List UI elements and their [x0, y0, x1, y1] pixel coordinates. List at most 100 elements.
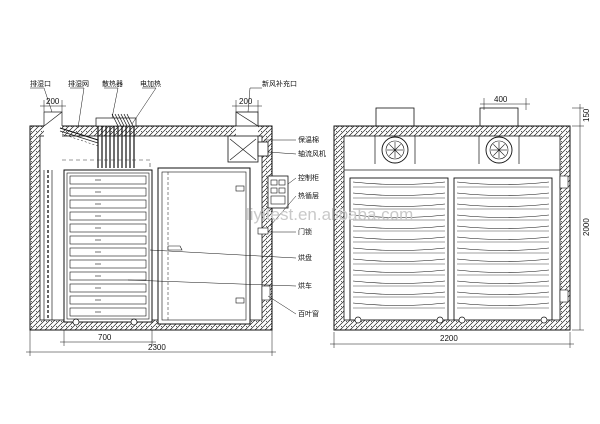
heater-element	[117, 113, 125, 127]
fresh-air-inlet	[235, 111, 259, 127]
label-electric-heater: 电加热	[140, 79, 161, 88]
label-fresh-air-inlet: 新风补充口	[262, 79, 297, 88]
baking-tray	[69, 283, 147, 293]
tray-profile	[456, 236, 550, 240]
fan-blade	[394, 144, 401, 151]
dim-cart-width: 700	[98, 333, 112, 342]
right-cart-right	[453, 177, 553, 324]
baking-tray	[69, 223, 147, 233]
fan-blade	[493, 144, 500, 151]
axial-fan	[227, 135, 269, 163]
exhaust-net	[59, 127, 99, 147]
air-flow-path	[62, 159, 151, 170]
tray-profile	[456, 291, 550, 295]
tray-profile	[352, 258, 446, 262]
tray-profile	[456, 269, 550, 273]
fan-blade	[389, 144, 396, 151]
label-control-cabinet: 控制柜	[298, 173, 319, 182]
baking-tray	[69, 259, 147, 269]
baking-tray	[69, 211, 147, 221]
heater-element	[114, 113, 122, 127]
label-exhaust-outlet: 排湿口	[30, 79, 51, 88]
baking-tray	[69, 187, 147, 197]
tray-profile	[456, 214, 550, 218]
tray-profile	[456, 302, 550, 306]
tray-profile	[456, 258, 550, 262]
left-leaders	[30, 87, 297, 315]
fan-blade	[389, 149, 396, 156]
left-dimensions	[26, 100, 276, 356]
fan-blade	[493, 149, 500, 156]
baking-tray	[69, 295, 147, 305]
fan-blade	[498, 149, 505, 156]
label-insulation: 保温棉	[298, 135, 319, 144]
baking-tray	[69, 235, 147, 245]
circulation-fan-left	[374, 136, 416, 164]
control-cabinet	[267, 175, 289, 209]
fan-inner-ring	[385, 140, 405, 160]
cart-wheel	[72, 318, 80, 326]
fan-inner-ring	[489, 140, 509, 160]
right-cart-left	[349, 177, 449, 324]
baking-tray	[69, 199, 147, 209]
tray-profile	[456, 192, 550, 196]
heater-element	[123, 113, 131, 127]
cart-wheel	[540, 316, 548, 324]
radiator	[95, 113, 137, 168]
left-labels: 排湿口 排湿网 散热器 电加热 新风补充口 保温棉 轴流风机 控制柜 热循层 门…	[30, 79, 326, 318]
circulation-fan-right	[478, 136, 520, 164]
tray-profile	[352, 203, 446, 207]
tray-profile	[352, 225, 446, 229]
dim-total-height: 2000	[582, 218, 591, 236]
baking-tray	[69, 307, 147, 317]
door	[157, 167, 251, 325]
exhaust-outlet	[43, 111, 63, 127]
fan-blade	[394, 149, 401, 156]
label-baking-tray: 烘盘	[298, 253, 312, 262]
cart-wheel	[354, 316, 362, 324]
label-louver: 百叶窗	[298, 309, 319, 318]
dim-total-width: 2300	[148, 343, 166, 352]
right-view: 400 150 2000 2200	[330, 95, 591, 348]
dim-exhaust-width: 200	[46, 97, 60, 106]
right-dimensions	[330, 98, 584, 348]
tray-profile	[352, 214, 446, 218]
air-duct	[43, 170, 53, 320]
heater-element	[111, 113, 119, 127]
tray-profile	[352, 302, 446, 306]
label-door-lock: 门锁	[298, 227, 312, 236]
tray-profile	[352, 280, 446, 284]
baking-cart	[63, 169, 153, 326]
baking-tray	[69, 175, 147, 185]
label-insulation-layer: 热循层	[298, 191, 319, 200]
tray-profile	[456, 225, 550, 229]
tray-profile	[456, 280, 550, 284]
cart-wheel	[436, 316, 444, 324]
tray-profile	[352, 192, 446, 196]
tray-profile	[352, 181, 446, 185]
tray-profile	[352, 269, 446, 273]
tray-profile	[352, 291, 446, 295]
label-exhaust-net: 排湿网	[68, 79, 89, 88]
dim-fresh-air-width: 200	[239, 97, 253, 106]
dim-fan-spacing: 400	[494, 95, 508, 104]
watermark: liyitest.en.alibaba.com	[246, 205, 413, 224]
tray-profile	[456, 247, 550, 251]
dim-top-height: 150	[582, 108, 591, 122]
tray-profile	[456, 203, 550, 207]
cart-wheel	[458, 316, 466, 324]
tray-profile	[456, 181, 550, 185]
heater-element	[120, 113, 128, 127]
cart-wheel	[130, 318, 138, 326]
tray-profile	[352, 247, 446, 251]
baking-tray	[69, 271, 147, 281]
left-view: 排湿口 排湿网 散热器 电加热 新风补充口 保温棉 轴流风机 控制柜 热循层 门…	[26, 79, 326, 356]
dim-right-total-width: 2200	[440, 334, 458, 343]
fan-blade	[498, 144, 505, 151]
tray-profile	[352, 236, 446, 240]
baking-tray	[69, 247, 147, 257]
label-radiator: 散热器	[102, 79, 123, 88]
label-baking-cart: 烘车	[298, 281, 312, 290]
label-axial-fan: 轴流风机	[298, 149, 326, 158]
